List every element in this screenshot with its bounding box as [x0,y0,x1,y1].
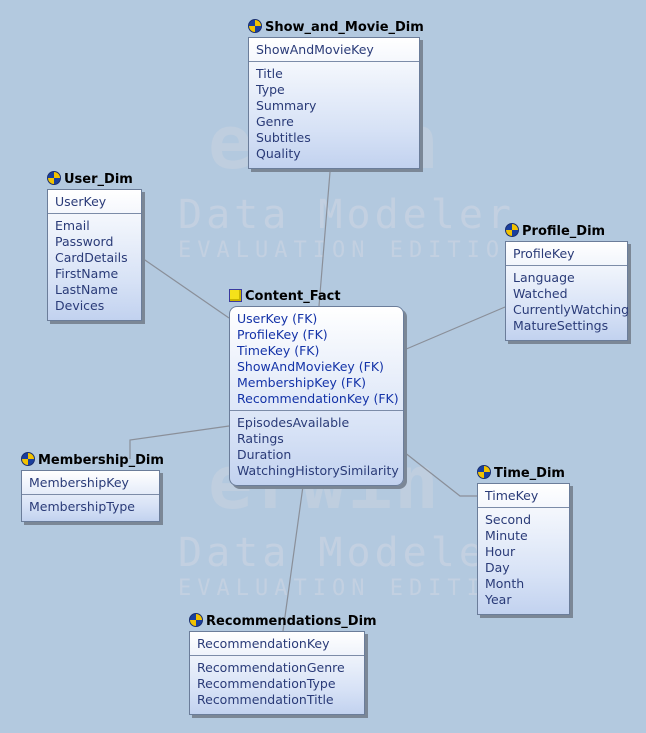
attribute-row[interactable]: CurrentlyWatching [513,302,630,317]
dimension-icon [21,452,35,466]
attribute-section: Second Minute Hour Day Month Year [478,508,569,611]
attribute-row[interactable]: Email [55,218,90,233]
primary-key-section: UserKey (FK) ProfileKey (FK) TimeKey (FK… [230,307,403,411]
attribute-section: EpisodesAvailable Ratings Duration Watch… [230,411,403,482]
attribute-row[interactable]: Language [513,270,575,285]
attribute-row[interactable]: Day [485,560,510,575]
key-attribute[interactable]: ProfileKey [513,246,575,261]
foreign-key-attribute[interactable]: ShowAndMovieKey (FK) [237,359,384,374]
entity-title[interactable]: Profile_Dim [505,223,605,241]
attribute-section: RecommendationGenre RecommendationType R… [190,656,364,711]
relationship-profile-content[interactable] [403,306,506,351]
attribute-row[interactable]: Subtitles [256,130,311,145]
attribute-row[interactable]: Minute [485,528,528,543]
attribute-row[interactable]: CardDetails [55,250,128,265]
attribute-row[interactable]: Watched [513,286,568,301]
key-attribute[interactable]: MembershipKey [29,475,129,490]
entity-title[interactable]: Membership_Dim [21,452,164,470]
attribute-row[interactable]: LastName [55,282,118,297]
foreign-key-attribute[interactable]: MembershipKey (FK) [237,375,367,390]
attribute-row[interactable]: Ratings [237,431,284,446]
relationship-recommendations-content[interactable] [282,485,304,632]
attribute-row[interactable]: EpisodesAvailable [237,415,350,430]
primary-key-section: ProfileKey [506,242,627,266]
attribute-row[interactable]: RecommendationType [197,676,336,691]
entity-title[interactable]: Recommendations_Dim [189,613,377,631]
foreign-key-attribute[interactable]: RecommendationKey (FK) [237,391,399,406]
attribute-row[interactable]: Quality [256,146,301,161]
dimension-icon [248,19,262,33]
primary-key-section: MembershipKey [22,471,159,495]
attribute-row[interactable]: Title [256,66,283,81]
attribute-row[interactable]: Devices [55,298,105,313]
relationship-time-content[interactable] [403,451,477,497]
key-attribute[interactable]: RecommendationKey [197,636,330,651]
attribute-row[interactable]: Month [485,576,525,591]
attribute-section: Title Type Summary Genre Subtitles Quali… [249,62,419,165]
entity-title[interactable]: Time_Dim [477,465,565,483]
attribute-row[interactable]: Type [256,82,285,97]
entity-title[interactable]: Show_and_Movie_Dim [248,19,424,37]
attribute-row[interactable]: Duration [237,447,292,462]
entity-title[interactable]: Content_Fact [229,288,341,306]
dimension-icon [47,171,61,185]
attribute-row[interactable]: RecommendationTitle [197,692,334,707]
primary-key-section: RecommendationKey [190,632,364,656]
attribute-row[interactable]: FirstName [55,266,119,281]
foreign-key-attribute[interactable]: TimeKey (FK) [237,343,320,358]
primary-key-section: TimeKey [478,484,569,508]
attribute-row[interactable]: Year [485,592,512,607]
dimension-icon [505,223,519,237]
attribute-row[interactable]: RecommendationGenre [197,660,345,675]
attribute-section: Email Password CardDetails FirstName Las… [48,214,141,317]
relationship-show-content[interactable] [318,171,331,307]
attribute-section: Language Watched CurrentlyWatching Matur… [506,266,630,337]
key-attribute[interactable]: TimeKey [485,488,539,503]
attribute-row[interactable]: Password [55,234,114,249]
foreign-key-attribute[interactable]: ProfileKey (FK) [237,327,328,342]
attribute-row[interactable]: WatchingHistorySimilarity [237,463,399,478]
primary-key-section: UserKey [48,190,141,214]
entity-title[interactable]: User_Dim [47,171,133,189]
attribute-row[interactable]: Hour [485,544,516,559]
relationship-membership-content[interactable] [129,425,230,459]
attribute-section: MembershipType [22,495,159,518]
attribute-row[interactable]: Second [485,512,532,527]
attribute-row[interactable]: MatureSettings [513,318,609,333]
fact-table-icon [229,289,242,302]
primary-key-section: ShowAndMovieKey [249,38,419,62]
foreign-key-attribute[interactable]: UserKey (FK) [237,311,318,326]
key-attribute[interactable]: UserKey [55,194,107,209]
attribute-row[interactable]: Genre [256,114,294,129]
dimension-icon [189,613,203,627]
key-attribute[interactable]: ShowAndMovieKey [256,42,374,57]
dimension-icon [477,465,491,479]
attribute-row[interactable]: MembershipType [29,499,135,514]
relationship-user-content[interactable] [141,257,230,319]
attribute-row[interactable]: Summary [256,98,317,113]
